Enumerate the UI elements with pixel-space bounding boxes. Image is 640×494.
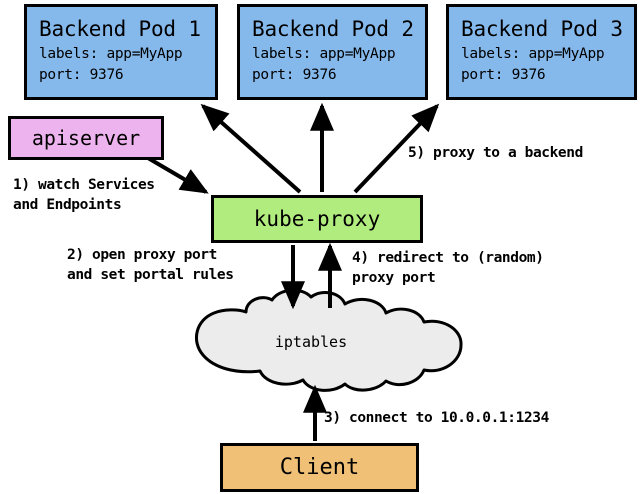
edge-label-step3-line1: 3) connect to 10.0.0.1:1234 [324, 410, 549, 426]
backend-pod-3-box[interactable]: Backend Pod 3 labels: app=MyApp port: 93… [446, 4, 637, 100]
backend-pod-1-box[interactable]: Backend Pod 1 labels: app=MyApp port: 93… [24, 4, 218, 100]
edge-label-step4: 4) redirect to (random) proxy port [352, 248, 544, 288]
backend-pod-3-title: Backend Pod 3 [461, 17, 623, 41]
iptables-cloud [194, 288, 463, 392]
edge-label-step3: 3) connect to 10.0.0.1:1234 [324, 408, 549, 428]
edge-label-step2-line2: and set portal rules [67, 267, 234, 283]
kube-proxy-box[interactable]: kube-proxy [211, 195, 423, 243]
apiserver-box[interactable]: apiserver [8, 116, 164, 160]
edge-label-step1-line1: 1) watch Services [13, 177, 155, 193]
edge-label-step1: 1) watch Services and Endpoints [13, 175, 155, 215]
backend-pod-3-port: port: 9376 [461, 67, 546, 83]
edge-label-step1-line2: and Endpoints [13, 197, 122, 213]
backend-pod-2-title: Backend Pod 2 [252, 17, 414, 41]
backend-pod-1-port: port: 9376 [39, 67, 124, 83]
edge-kubeproxy-to-pod3 [353, 103, 440, 194]
kube-proxy-label: kube-proxy [253, 207, 381, 231]
apiserver-label: apiserver [31, 126, 141, 150]
edge-kubeproxy-to-pod1 [200, 103, 302, 194]
edge-label-step5-line1: 5) proxy to a backend [408, 145, 583, 161]
backend-pod-1-title: Backend Pod 1 [39, 17, 201, 41]
edge-label-step4-line2: proxy port [352, 270, 436, 286]
backend-pod-3-labels: labels: app=MyApp [461, 46, 605, 62]
edge-label-step2-line1: 2) open proxy port [67, 247, 217, 263]
backend-pod-2-box[interactable]: Backend Pod 2 labels: app=MyApp port: 93… [237, 4, 428, 100]
edge-label-step5: 5) proxy to a backend [408, 143, 583, 163]
edge-apiserver-to-kubeproxy [146, 156, 209, 194]
backend-pod-2-port: port: 9376 [252, 67, 337, 83]
client-box[interactable]: Client [220, 443, 419, 492]
backend-pod-1-labels: labels: app=MyApp [39, 46, 183, 62]
client-label: Client [279, 454, 360, 480]
edge-label-step4-line1: 4) redirect to (random) [352, 250, 544, 266]
edge-label-step2: 2) open proxy port and set portal rules [67, 245, 234, 285]
backend-pod-2-labels: labels: app=MyApp [252, 46, 396, 62]
